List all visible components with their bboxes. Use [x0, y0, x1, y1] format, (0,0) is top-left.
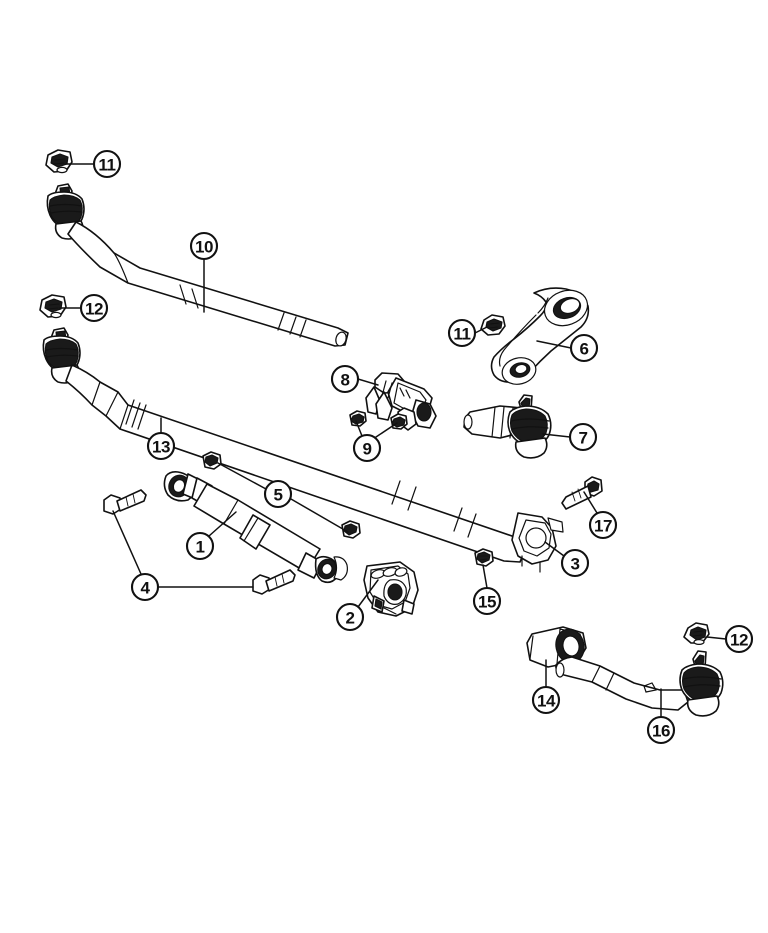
callout-circle-11[interactable]	[447, 318, 477, 348]
callout-number-6: 6	[579, 340, 588, 359]
part-pitman-arm	[490, 287, 590, 385]
part-castle-nut-right	[683, 622, 710, 645]
callout-number-17: 17	[594, 517, 612, 536]
callout-12-castle-nut-right[interactable]: 1212 — Nut for tie rod end ball stud	[706, 624, 754, 654]
part-castle-nut-lower-left	[39, 294, 67, 319]
callout-3-tie-rod-clamp-right[interactable]: 33 — Tie rod adjuster clamp, right	[544, 541, 590, 578]
callout-circle-12[interactable]	[724, 624, 754, 654]
callout-6-pitman-arm[interactable]: 66 — Pitman arm	[536, 333, 599, 363]
callout-number-7: 7	[578, 429, 587, 448]
callout-circle-5[interactable]	[263, 479, 293, 509]
callout-number-16: 16	[652, 722, 670, 741]
part-adjuster-sleeve-assembly	[365, 372, 437, 431]
callout-number-2: 2	[345, 609, 354, 628]
callout-circle-3[interactable]	[560, 548, 590, 578]
leader-line-7	[542, 433, 571, 438]
part-drag-link-upper	[46, 183, 349, 347]
leader-line-17	[583, 491, 598, 514]
callout-circle-14[interactable]	[531, 685, 561, 715]
callout-number-11: 11	[453, 325, 470, 344]
part-tie-rod-end-right	[463, 394, 552, 459]
part-clamp-bolt-nuts	[349, 410, 408, 430]
callout-17-clamp-bolt-long[interactable]: 1717 — Adjuster clamp bolt	[583, 491, 618, 540]
leader-line-3	[544, 541, 565, 557]
callout-number-14: 14	[537, 692, 556, 711]
callout-number-12: 12	[730, 631, 748, 650]
callout-layer: 1111 — Nut attaching upper drag link bal…	[59, 149, 754, 745]
callout-number-3: 3	[570, 555, 579, 574]
callout-circle-4[interactable]	[130, 572, 160, 602]
callout-12-castle-nut-lower-left[interactable]: 1212 — Nut attaching lower tie rod ball …	[59, 293, 109, 323]
callout-10-drag-link-upper[interactable]: 1010 — Upper drag link / tie rod tube	[189, 231, 219, 313]
callout-number-8: 8	[340, 371, 349, 390]
callout-number-15: 15	[478, 593, 496, 612]
part-steering-damper	[163, 471, 348, 584]
leader-line-8	[357, 378, 379, 386]
callout-number-10: 10	[195, 238, 213, 257]
callout-number-13: 13	[152, 438, 170, 457]
callout-circle-17[interactable]	[588, 510, 618, 540]
callout-1-steering-damper[interactable]: 11 — Steering damper / shock absorber	[185, 511, 237, 561]
part-tie-rod-inner	[555, 650, 724, 717]
callout-number-11: 11	[98, 156, 115, 175]
callout-circle-1[interactable]	[185, 531, 215, 561]
callout-14-adjuster-sleeve[interactable]: 1414 — Tie rod adjusting sleeve	[531, 659, 561, 715]
leader-line-2	[357, 579, 379, 608]
callout-circle-10[interactable]	[189, 231, 219, 261]
callout-circle-6[interactable]	[569, 333, 599, 363]
callout-circle-8[interactable]	[330, 364, 360, 394]
leader-line-9	[355, 420, 363, 437]
callout-number-1: 1	[195, 538, 204, 557]
callout-circle-13[interactable]	[146, 431, 176, 461]
part-castle-nut-upper-left	[45, 149, 73, 174]
callout-number-5: 5	[273, 486, 282, 505]
callout-circle-16[interactable]	[646, 715, 676, 745]
leader-line-6	[536, 340, 572, 349]
callout-circle-12[interactable]	[79, 293, 109, 323]
leader-line-5	[217, 462, 267, 490]
callout-11-castle-nut-upper-left[interactable]: 1111 — Nut attaching upper drag link bal…	[65, 149, 122, 179]
leader-line-11	[474, 326, 488, 334]
leader-line-12	[706, 636, 727, 640]
callout-number-9: 9	[362, 440, 371, 459]
callout-circle-9[interactable]	[352, 433, 382, 463]
part-clamp-nut-center	[474, 548, 494, 567]
leader-line-5-b	[290, 498, 349, 533]
leader-line-1	[208, 511, 237, 537]
callout-7-tie-rod-end-right[interactable]: 77 — Tie rod end, right	[542, 422, 598, 452]
callout-circle-11[interactable]	[92, 149, 122, 179]
part-damper-mount-nuts	[202, 451, 361, 539]
part-castle-nut-pitman	[480, 314, 506, 336]
callout-number-4: 4	[140, 579, 150, 598]
callout-circle-15[interactable]	[472, 586, 502, 616]
callout-circle-7[interactable]	[568, 422, 598, 452]
callout-number-12: 12	[85, 300, 103, 319]
part-damper-mount-bolts	[103, 489, 296, 595]
callout-2-damper-bracket[interactable]: 22 — Steering damper bracket	[335, 579, 379, 632]
part-damper-bracket	[363, 561, 419, 617]
callout-5-damper-mount-nuts[interactable]: 55 — Steering damper mounting nuts	[217, 462, 349, 533]
callout-9-clamp-bolt-nuts[interactable]: 99 — Adjuster sleeve clamp bolts and nut…	[352, 420, 398, 463]
callout-8-adjuster-sleeve-assembly[interactable]: 88 — Tie rod adjuster sleeve with clamps	[330, 364, 379, 394]
callout-13-tie-rod-main-tube[interactable]: 1313 — Main tie rod / center link tube	[146, 417, 176, 461]
part-clamp-bolt-long	[561, 476, 603, 510]
leader-line-15	[482, 564, 488, 589]
leader-line-4	[112, 510, 142, 575]
part-tie-rod-main-tube	[42, 327, 564, 573]
leader-line-9-b	[375, 422, 398, 438]
callout-4-damper-mount-bolts[interactable]: 44 — Steering damper mounting bolts	[112, 510, 254, 602]
callout-11-castle-nut-pitman[interactable]: 1111 — Nut for pitman arm ball stud	[447, 318, 488, 348]
callout-circle-2[interactable]	[335, 602, 365, 632]
callout-15-clamp-nut-center[interactable]: 1515 — Clamp nut at tie rod end joint	[472, 564, 502, 616]
callout-16-tie-rod-inner[interactable]: 1616 — Inner tie rod	[646, 688, 676, 745]
